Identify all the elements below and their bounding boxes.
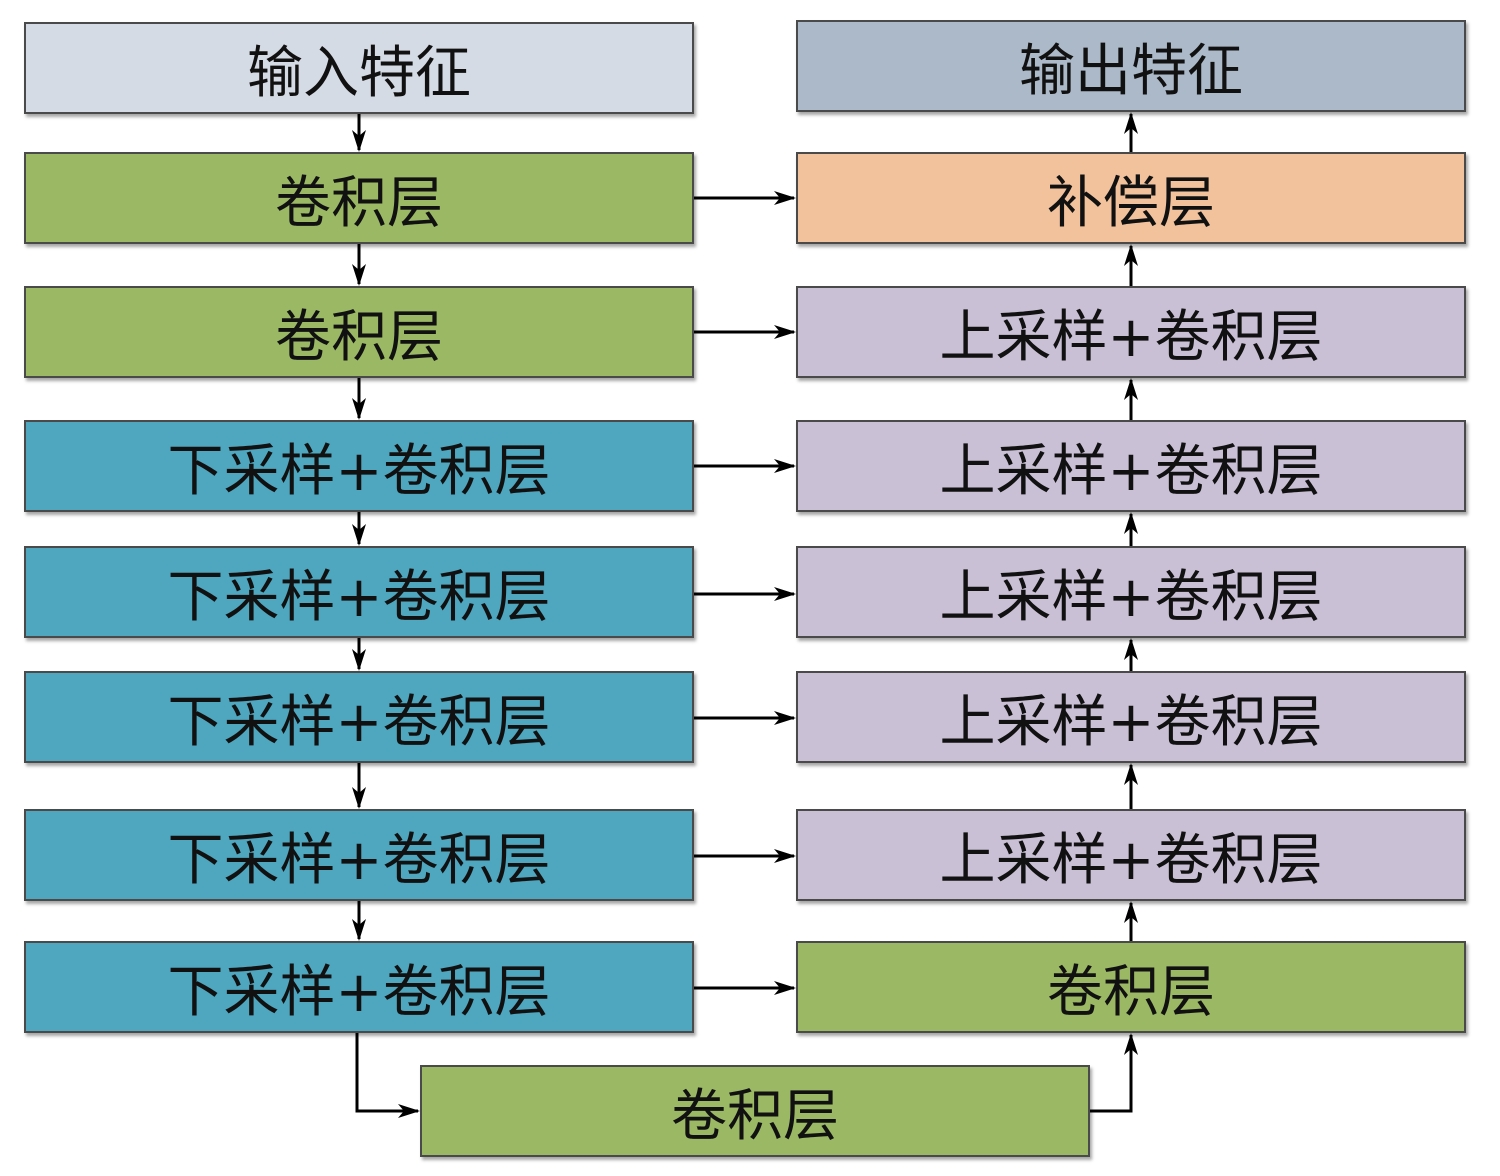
decoder-upsample-conv-1: 上采样+卷积层 — [796, 286, 1466, 378]
decoder-output-features: 输出特征 — [796, 20, 1466, 112]
decoder-compensation-layer: 补偿层 — [796, 152, 1466, 244]
encoder-downsample-conv-4: 下采样+卷积层 — [24, 809, 694, 901]
encoder-input-features: 输入特征 — [24, 22, 694, 114]
encoder-downsample-conv-3: 下采样+卷积层 — [24, 671, 694, 763]
encoder-conv-layer-2: 卷积层 — [24, 286, 694, 378]
decoder-upsample-conv-3: 上采样+卷积层 — [796, 546, 1466, 638]
decoder-upsample-conv-2: 上采样+卷积层 — [796, 420, 1466, 512]
decoder-upsample-conv-5: 上采样+卷积层 — [796, 809, 1466, 901]
encoder-conv-layer-1: 卷积层 — [24, 152, 694, 244]
encoder-downsample-conv-5: 下采样+卷积层 — [24, 941, 694, 1033]
bottleneck-conv-layer: 卷积层 — [420, 1065, 1090, 1157]
encoder-downsample-conv-1: 下采样+卷积层 — [24, 420, 694, 512]
arrow-from-bottleneck — [1090, 1033, 1138, 1113]
arrow-to-bottleneck — [355, 1033, 420, 1118]
encoder-downsample-conv-2: 下采样+卷积层 — [24, 546, 694, 638]
decoder-upsample-conv-4: 上采样+卷积层 — [796, 671, 1466, 763]
decoder-conv-layer: 卷积层 — [796, 941, 1466, 1033]
